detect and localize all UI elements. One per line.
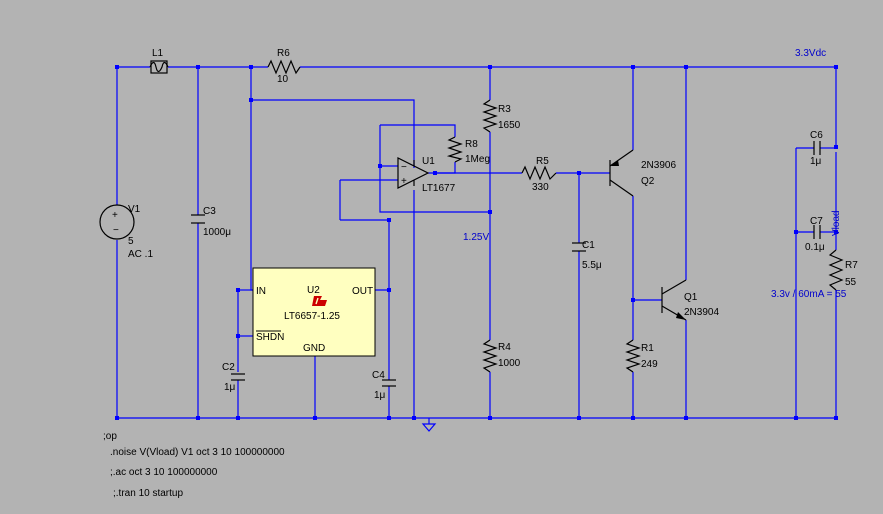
v1-value: 5 [128, 236, 134, 247]
c1-value: 5.5μ [582, 260, 602, 271]
net-label-load: Vload [831, 210, 842, 236]
u1-value: LT1677 [422, 183, 456, 194]
junctions [115, 65, 838, 420]
r7-label: R7 [845, 260, 858, 271]
r6-label: R6 [277, 48, 290, 59]
capacitor-c3[interactable]: C3 1000μ [191, 206, 231, 238]
resistor-r5[interactable]: R5 330 [521, 156, 557, 193]
ground-icon [421, 418, 437, 432]
r1-value: 249 [641, 359, 658, 370]
capacitor-c2[interactable]: C2 1μ [222, 362, 245, 393]
r6-value: 10 [277, 74, 289, 85]
u1-plus: + [401, 176, 407, 187]
opamp-u1[interactable]: − + U1 LT1677 [397, 156, 456, 194]
directive-op[interactable]: ;op [103, 431, 117, 442]
net-label-load-note: 3.3v / 60mA = 55 [771, 289, 847, 300]
resistor-r6[interactable]: R6 10 [267, 48, 301, 85]
c7-label: C7 [810, 216, 823, 227]
u2-value: LT6657-1.25 [284, 311, 340, 322]
r8-value: 1Meg [465, 154, 490, 165]
u2-pin-shdn: SHDN [256, 332, 284, 343]
resistor-r1[interactable]: R1 249 [625, 339, 658, 373]
c4-value: 1μ [374, 390, 386, 401]
transistor-q1[interactable]: Q1 2N3904 [661, 279, 719, 321]
c2-value: 1μ [224, 382, 236, 393]
capacitor-c7[interactable]: C7 0.1μ [805, 216, 825, 253]
r3-value: 1650 [498, 120, 521, 131]
r8-label: R8 [465, 139, 478, 150]
lt-logo-icon [312, 296, 327, 306]
l1-label: L1 [152, 48, 164, 59]
u2-label: U2 [307, 285, 320, 296]
u2-pin-in: IN [256, 286, 266, 297]
wires [116, 66, 837, 419]
capacitor-c6[interactable]: C6 1μ [810, 130, 823, 167]
net-label-supply: 3.3Vdc [795, 48, 826, 59]
q1-value: 2N3904 [684, 307, 719, 318]
c7-value: 0.1μ [805, 242, 825, 253]
c4-label: C4 [372, 370, 385, 381]
r3-label: R3 [498, 104, 511, 115]
u1-minus: − [401, 162, 407, 173]
r5-label: R5 [536, 156, 549, 167]
r5-value: 330 [532, 182, 549, 193]
v1-extra: AC .1 [128, 249, 153, 260]
c3-value: 1000μ [203, 227, 231, 238]
v1-minus: − [113, 225, 119, 236]
c6-value: 1μ [810, 156, 822, 167]
directive-tran[interactable]: ;.tran 10 startup [113, 488, 184, 499]
directive-ac[interactable]: ;.ac oct 3 10 100000000 [110, 467, 218, 478]
resistor-r8[interactable]: R8 1Meg [446, 136, 490, 165]
net-label-ref: 1.25V [463, 232, 489, 243]
c2-label: C2 [222, 362, 235, 373]
u2-pin-out: OUT [352, 286, 373, 297]
q1-label: Q1 [684, 292, 698, 303]
c6-label: C6 [810, 130, 823, 141]
resistor-r3[interactable]: R3 1650 [482, 99, 521, 133]
q2-label: Q2 [641, 176, 655, 187]
v1-plus: + [112, 210, 118, 221]
v1-label: V1 [128, 204, 141, 215]
c1-label: C1 [582, 240, 595, 251]
u1-label: U1 [422, 156, 435, 167]
r4-value: 1000 [498, 358, 521, 369]
r4-label: R4 [498, 342, 511, 353]
c3-label: C3 [203, 206, 216, 217]
r7-value: 55 [845, 277, 857, 288]
q2-value: 2N3906 [641, 160, 676, 171]
u2-pin-gnd: GND [303, 343, 325, 354]
inductor-l1[interactable]: L1 [149, 48, 169, 74]
regulator-u2[interactable]: IN OUT SHDN GND U2 LT6657-1.25 [252, 267, 376, 357]
voltage-source-v1[interactable]: + − V1 5 AC .1 [99, 204, 153, 260]
capacitor-c1[interactable]: C1 5.5μ [572, 240, 602, 271]
transistor-q2[interactable]: 2N3906 Q2 [609, 149, 676, 197]
r1-label: R1 [641, 343, 654, 354]
capacitor-c4[interactable]: C4 1μ [372, 370, 396, 401]
resistor-r7[interactable]: R7 55 [828, 249, 858, 291]
directive-noise[interactable]: .noise V(Vload) V1 oct 3 10 100000000 [110, 447, 285, 458]
resistor-r4[interactable]: R4 1000 [482, 339, 521, 373]
